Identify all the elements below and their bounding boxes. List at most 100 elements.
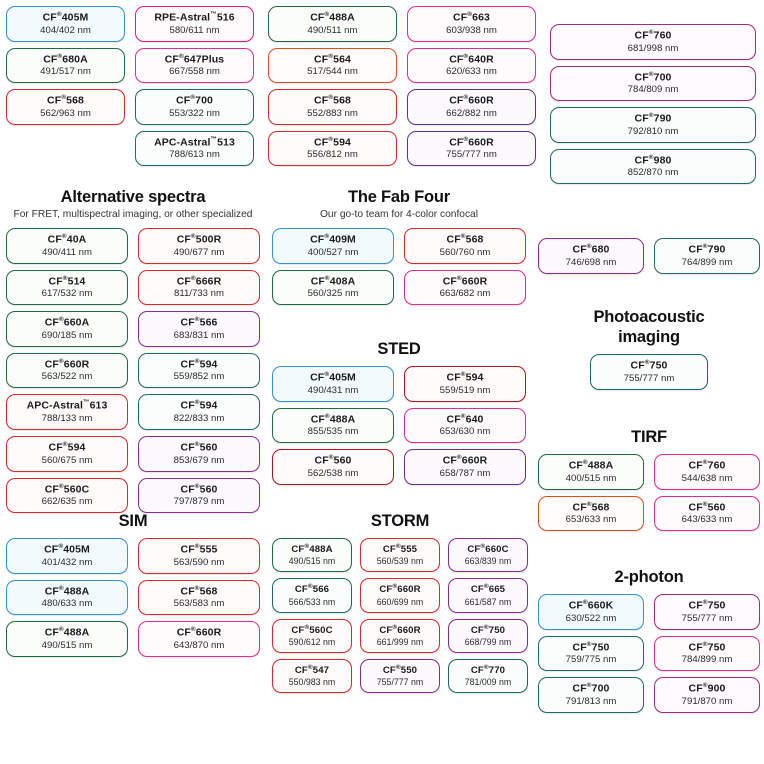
dye-name: CF®640R <box>449 52 494 66</box>
dye-name: CF®40A <box>47 233 87 246</box>
section-title: TIRF <box>631 428 667 446</box>
trademark-symbol: ® <box>307 663 313 671</box>
dye-spectra: 560/675 nm <box>41 454 93 466</box>
dye-spectra: 603/938 nm <box>446 24 497 36</box>
dye-spectra: 562/538 nm <box>307 467 359 479</box>
dye-spectra: 490/515 nm <box>41 639 93 651</box>
dye-name: CF®405M <box>44 543 90 556</box>
dye-name: CF®700 <box>572 682 610 695</box>
dye-name: RPE-Astral™516 <box>154 11 235 24</box>
trademark-symbol: ® <box>324 371 330 378</box>
dye-name: CF®770 <box>470 663 506 677</box>
dye-spectra: 580/611 nm <box>169 24 220 36</box>
trademark-symbol: ® <box>467 11 473 18</box>
dye-name: APC-Astral™513 <box>154 135 235 149</box>
dye-name: CF®750 <box>688 640 726 654</box>
dye-name: CF®560 <box>180 440 218 454</box>
trademark-symbol: ® <box>586 500 592 508</box>
dye-name: CF®488A <box>44 584 90 598</box>
dye-name: CF®594 <box>180 357 218 371</box>
dye-name: CF®560 <box>180 482 218 496</box>
